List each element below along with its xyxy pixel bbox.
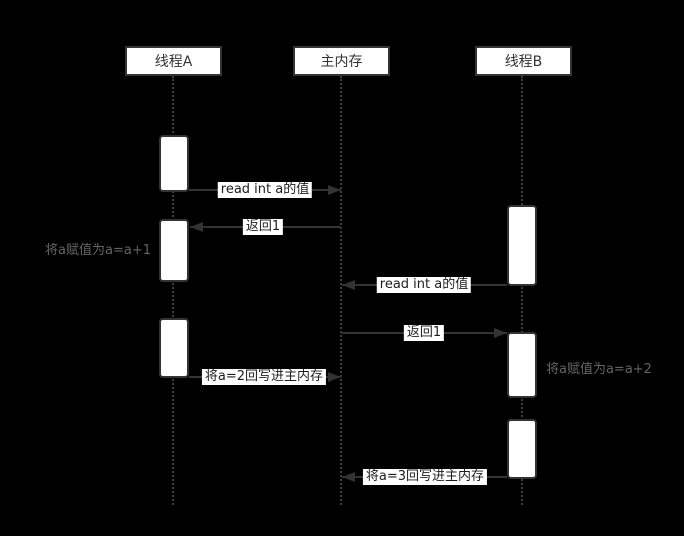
- note-thread-b-assign: 将a赋值为a=a+2: [546, 362, 652, 377]
- message-label-read-a-1: read int a的值: [217, 182, 313, 198]
- actor-thread-b: 线程B: [475, 46, 572, 76]
- message-label-writeback-a2: 将a=2回写进主内存: [201, 369, 327, 385]
- lifeline-thread-b: [521, 76, 523, 505]
- arrowhead-right-icon: [328, 372, 341, 382]
- message-label-return1-2: 返回1: [403, 325, 445, 341]
- actor-thread-b-label: 线程B: [504, 54, 543, 70]
- arrowhead-right-icon: [328, 185, 341, 195]
- actor-thread-a: 线程A: [125, 46, 222, 76]
- message-label-read-a-2: read int a的值: [376, 277, 472, 293]
- lifeline-main-memory: [340, 76, 342, 505]
- activation-thread-a-2: [159, 219, 189, 282]
- actor-main-memory: 主内存: [293, 46, 390, 76]
- activation-thread-b-1: [507, 205, 537, 286]
- note-thread-a-assign: 将a赋值为a=a+1: [45, 243, 151, 258]
- actor-main-memory-label: 主内存: [320, 54, 363, 70]
- arrowhead-left-icon: [342, 472, 355, 482]
- activation-thread-b-2: [507, 332, 537, 398]
- actor-thread-a-label: 线程A: [154, 54, 193, 70]
- arrowhead-left-icon: [342, 280, 355, 290]
- activation-thread-a-1: [159, 135, 189, 192]
- arrowhead-left-icon: [190, 222, 203, 232]
- message-label-return1-1: 返回1: [242, 219, 284, 235]
- arrowhead-right-icon: [494, 328, 507, 338]
- message-label-writeback-a3: 将a=3回写进主内存: [362, 469, 488, 485]
- activation-thread-a-3: [159, 318, 189, 378]
- lifeline-thread-a: [172, 76, 174, 505]
- activation-thread-b-3: [507, 419, 537, 479]
